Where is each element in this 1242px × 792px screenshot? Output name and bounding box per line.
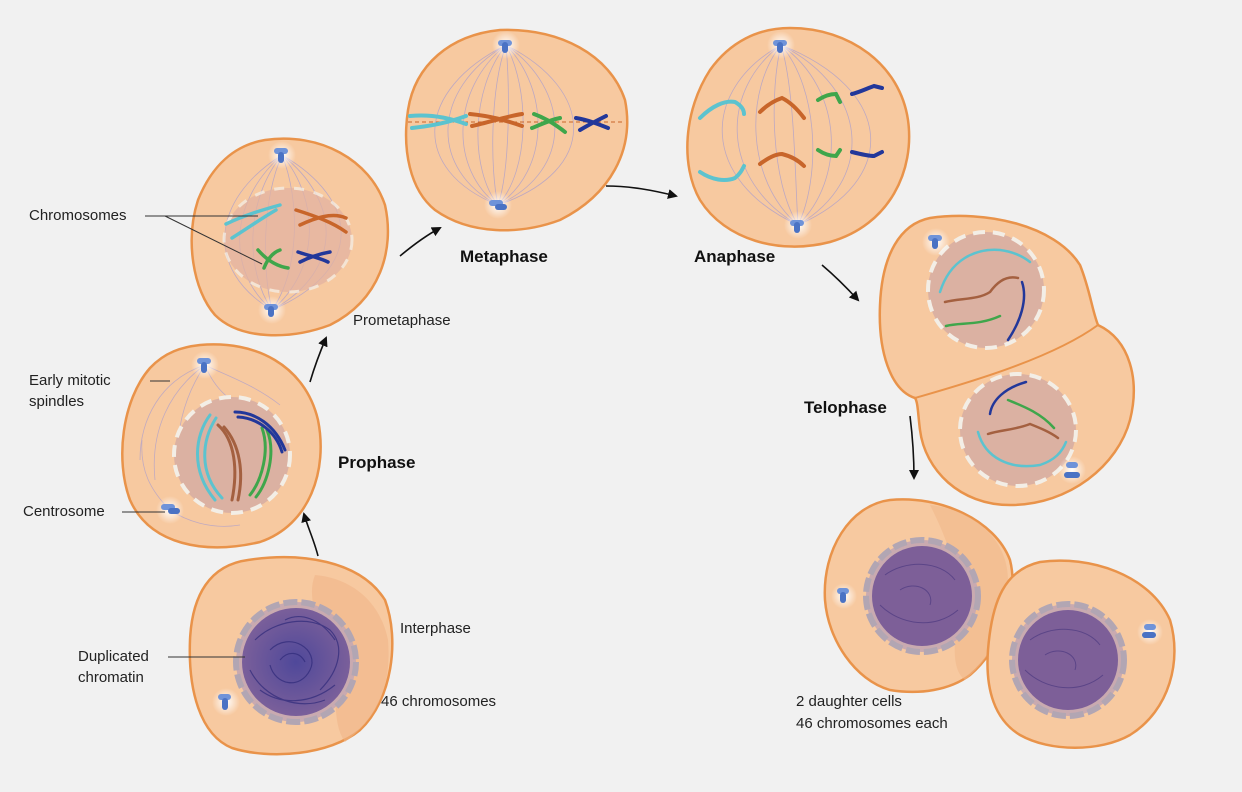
- interphase-centrosome-icon: [212, 688, 240, 716]
- metaphase-chromosomes: [408, 112, 610, 134]
- prophase-centrosome-icon-bottom: [156, 496, 184, 524]
- early-spindles-label-line1: Early mitotic: [29, 372, 111, 389]
- metaphase-centrosome-icon-top: [492, 31, 520, 59]
- arrow-prometaphase-to-metaphase: [399, 227, 442, 257]
- leader-lines: [122, 215, 263, 658]
- arrow-anaphase-to-telophase: [821, 264, 860, 302]
- arrow-prophase-to-prometaphase: [309, 336, 328, 383]
- anaphase-spindle-fibers: [721, 44, 872, 226]
- prometaphase-centrosome-icon-bottom: [258, 296, 286, 324]
- metaphase-spindle-fibers: [434, 44, 574, 206]
- prophase-chromosomes: [196, 410, 287, 502]
- metaphase-title: Metaphase: [460, 247, 548, 266]
- anaphase-centrosome-icon-bottom: [784, 211, 812, 239]
- arrow-telophase-to-daughters: [908, 415, 919, 480]
- cycle-arrows: [301, 185, 919, 557]
- daughter-chromatin-left: [872, 546, 972, 646]
- daughter-chromatin-right: [1018, 610, 1118, 710]
- daughter-cell-right: [986, 559, 1176, 749]
- daughter-left-centrosome-icon: [831, 583, 857, 609]
- daughter-right-centrosome-icon: [1137, 619, 1163, 645]
- duplicated-chromatin-label-line1: Duplicated: [78, 648, 149, 665]
- chromosomes-label: Chromosomes: [29, 207, 127, 224]
- telophase-chromosomes: [938, 248, 1068, 468]
- anaphase-chromosomes: [698, 83, 884, 182]
- daughter-cells-label-line2: 46 chromosomes each: [796, 715, 948, 732]
- prophase-centrosome-icon-top: [191, 351, 219, 379]
- centrosome-label: Centrosome: [23, 503, 105, 520]
- arrow-interphase-to-prophase: [301, 512, 319, 557]
- prometaphase-label: Prometaphase: [353, 312, 451, 329]
- daughter-cell-left: [823, 498, 1014, 694]
- metaphase-cell: [404, 28, 629, 232]
- telophase-centrosome-icon-bottom: [1058, 456, 1086, 484]
- prophase-cell: [121, 343, 322, 549]
- arrow-metaphase-to-anaphase: [605, 185, 678, 199]
- anaphase-title: Anaphase: [694, 247, 776, 266]
- duplicated-chromatin: [242, 608, 350, 716]
- prometaphase-chromosomes: [224, 203, 348, 270]
- telophase-centrosome-icon-top: [922, 228, 950, 256]
- telophase-cells: [878, 214, 1135, 507]
- telophase-title: Telophase: [804, 398, 887, 417]
- anaphase-centrosome-icon-top: [767, 31, 795, 59]
- prometaphase-centrosome-icon-top: [268, 141, 296, 169]
- daughter-cells-label-line1: 2 daughter cells: [796, 693, 902, 710]
- chromosome-count-label: 46 chromosomes: [381, 693, 497, 710]
- interphase-label: Interphase: [400, 620, 471, 637]
- anaphase-cell: [686, 26, 911, 248]
- prophase-title: Prophase: [338, 453, 416, 472]
- interphase-cell: [188, 555, 394, 756]
- prometaphase-cell: [190, 137, 390, 337]
- early-spindles-label-line2: spindles: [29, 393, 85, 410]
- duplicated-chromatin-label-line2: chromatin: [78, 669, 144, 686]
- metaphase-centrosome-icon-bottom: [484, 191, 512, 219]
